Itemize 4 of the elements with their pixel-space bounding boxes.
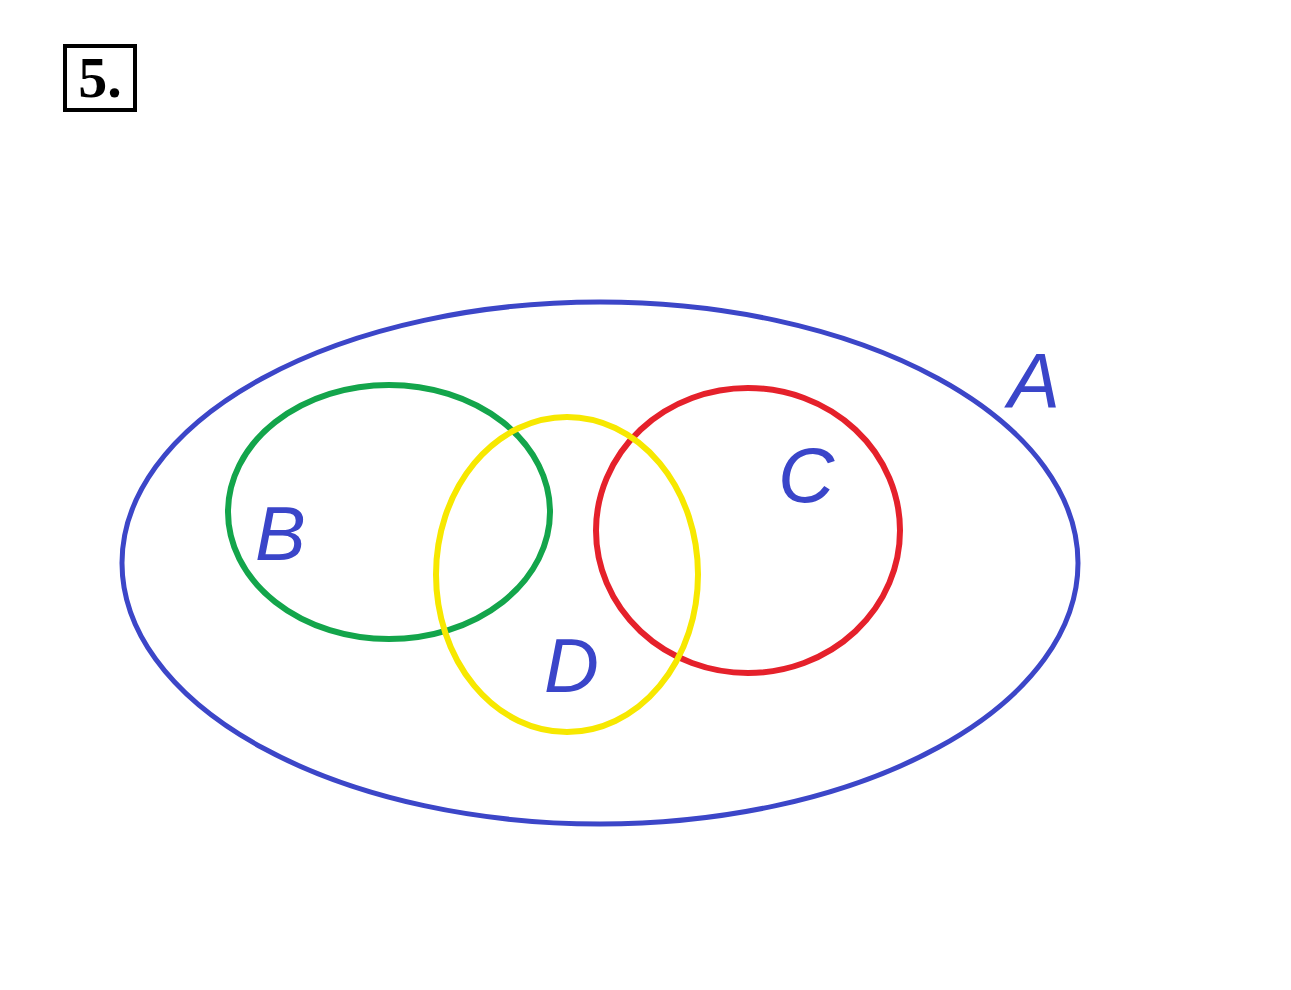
set-label: C [778,436,835,514]
task-number: 5. [63,44,137,112]
set-label: B [255,496,306,572]
set-label: D [544,628,599,704]
